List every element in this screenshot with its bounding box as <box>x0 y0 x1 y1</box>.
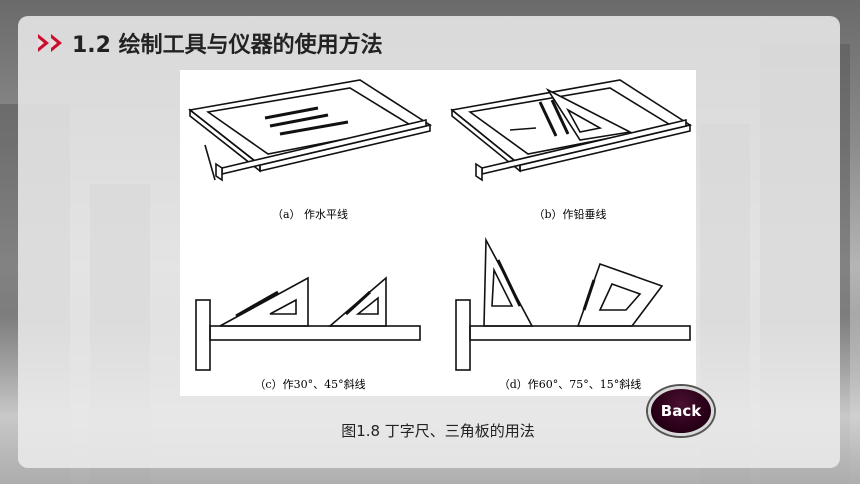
drawing-board-a <box>188 79 433 182</box>
figure-caption: 图1.8 丁字尺、三角板的用法 <box>341 422 535 440</box>
slide-header: 1.2 绘制工具与仪器的使用方法 <box>38 24 383 62</box>
drawing-board-b <box>450 79 693 182</box>
panel-label-a: （a） 作水平线 <box>272 207 348 221</box>
panel-label-b: （b）作铅垂线 <box>533 207 606 221</box>
panel-label-d: （d）作60°、75°、15°斜线 <box>499 377 642 391</box>
double-chevron-icon <box>38 34 64 52</box>
slide-title: 1.2 绘制工具与仪器的使用方法 <box>72 33 383 58</box>
tsquare-c <box>195 276 421 371</box>
back-button[interactable]: Back <box>648 386 714 436</box>
tsquare-d <box>455 236 691 371</box>
figure-image: （a） 作水平线 （b）作铅垂线 （c）作30°、45°斜线 （d）作60°、7… <box>180 70 696 396</box>
panel-label-c: （c）作30°、45°斜线 <box>254 377 365 391</box>
